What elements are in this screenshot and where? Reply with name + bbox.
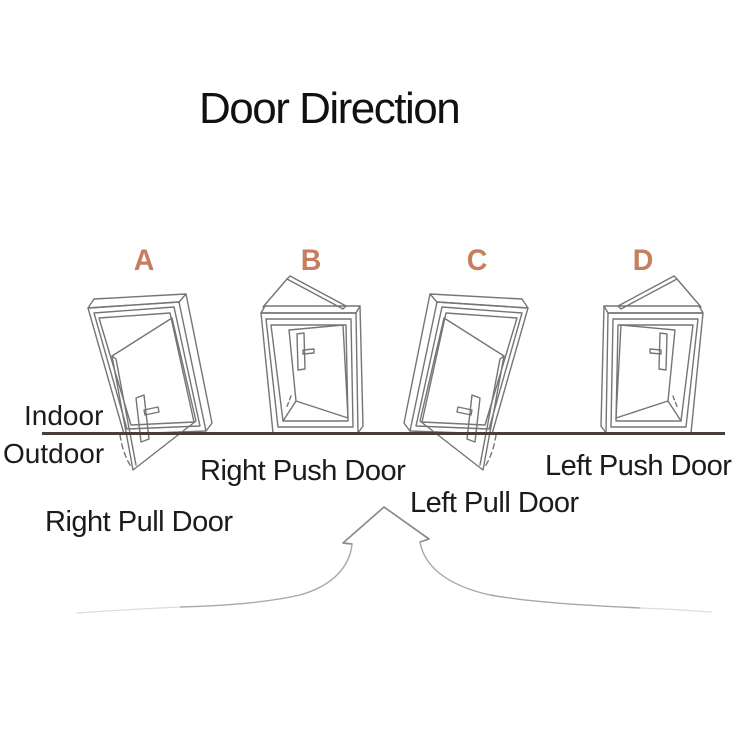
wall-line <box>42 432 725 435</box>
door-label-a: A <box>133 244 155 277</box>
door-illustration-right-pull <box>87 293 213 471</box>
indoor-label: Indoor <box>24 400 104 431</box>
caption-right-push-door: Right Push Door <box>200 455 406 487</box>
page-title: Door Direction <box>199 84 461 133</box>
door-illustration-right-push <box>260 275 364 434</box>
up-arrow-icon <box>76 506 713 614</box>
door-illustration-left-pull <box>403 293 529 471</box>
door-label-d: D <box>632 244 654 277</box>
caption-left-push-door: Left Push Door <box>545 450 732 482</box>
outdoor-label: Outdoor <box>3 438 105 469</box>
caption-right-pull-door: Right Pull Door <box>45 506 233 538</box>
door-label-c: C <box>466 244 488 277</box>
caption-left-pull-door: Left Pull Door <box>410 487 579 519</box>
door-illustration-left-push <box>600 275 704 434</box>
door-label-b: B <box>300 244 322 277</box>
